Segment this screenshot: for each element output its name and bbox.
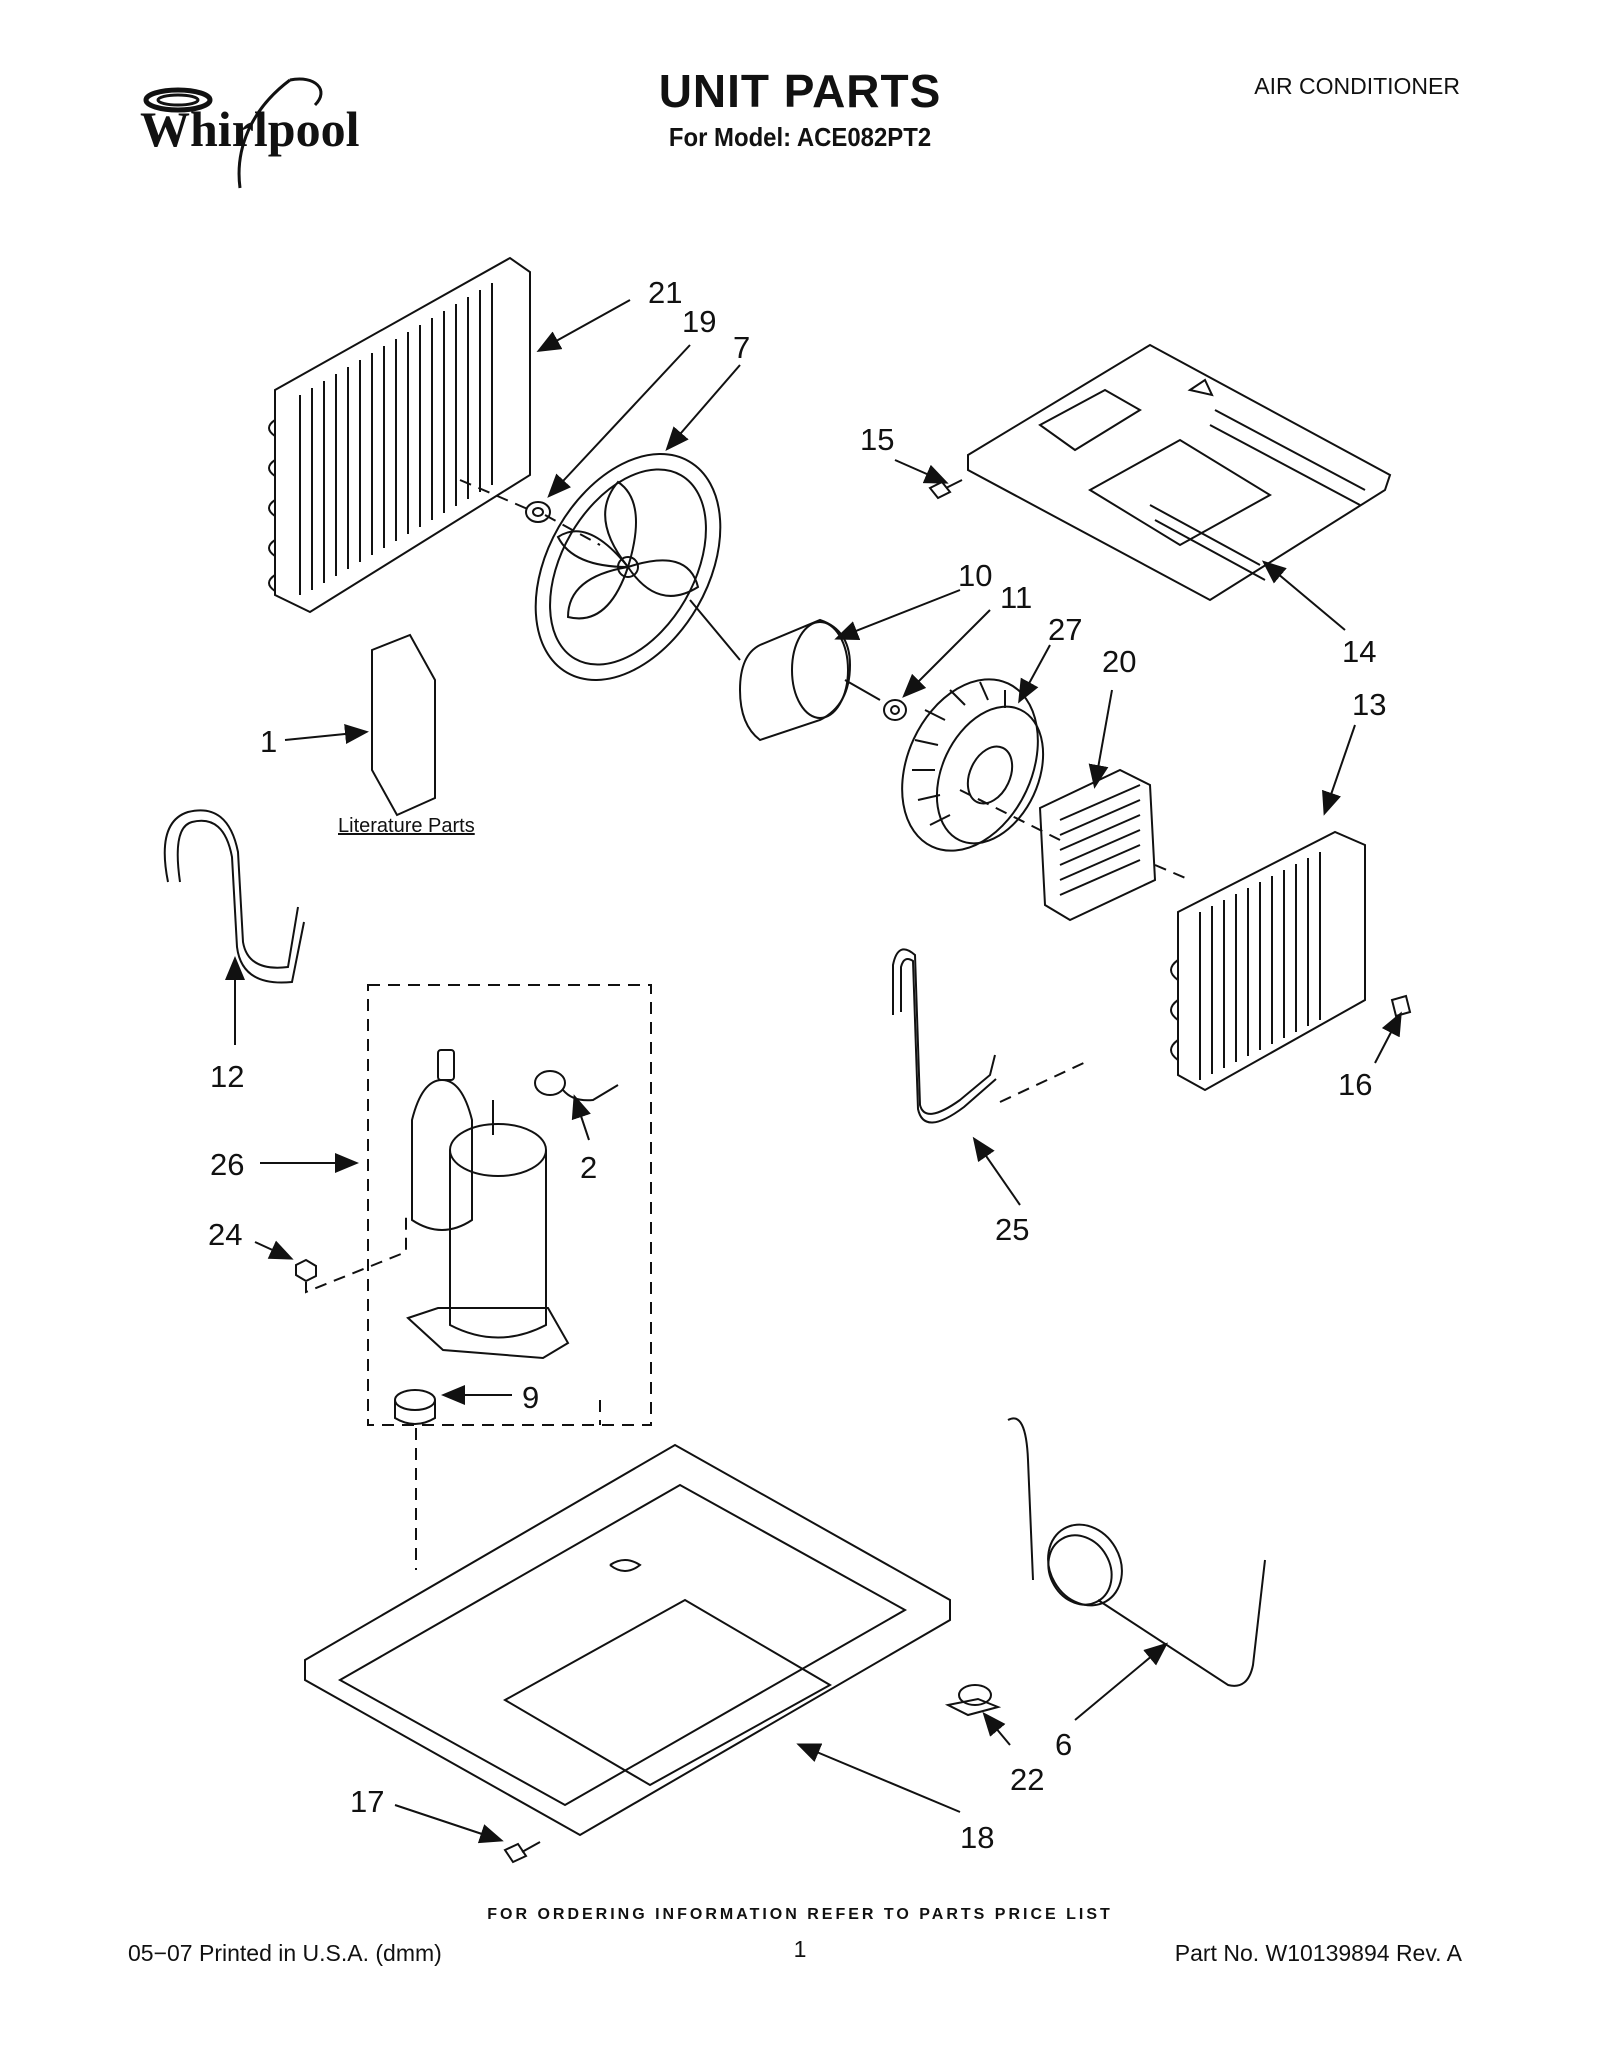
callout-24: 24 <box>208 1217 242 1252</box>
part-19-nut[interactable] <box>525 501 551 523</box>
product-category: AIR CONDITIONER <box>1254 73 1460 99</box>
page-number: 1 <box>793 1936 807 1962</box>
part-2-overload-protector[interactable] <box>534 1070 619 1102</box>
compressor-assembly-box <box>367 984 652 1426</box>
literature-parts-label: Literature Parts <box>338 815 475 837</box>
part-number: Part No. W10139894 Rev. A <box>1174 1940 1462 1966</box>
part-22-switch[interactable] <box>944 1684 1002 1717</box>
part-10-fan-motor[interactable] <box>689 599 881 742</box>
callout-7: 7 <box>733 330 750 365</box>
part-20-heater-element[interactable] <box>1038 768 1157 922</box>
print-info: 05−07 Printed in U.S.A. (dmm) <box>128 1940 442 1966</box>
model-subtitle: For Model: ACE082PT2 <box>668 122 932 152</box>
callout-22: 22 <box>1010 1762 1044 1797</box>
callout-12: 12 <box>210 1059 244 1094</box>
callout-26: 26 <box>210 1147 244 1182</box>
callout-2: 2 <box>580 1150 597 1185</box>
part-6-thermostat[interactable] <box>1007 1417 1266 1687</box>
part-26-compressor[interactable] <box>406 1049 570 1360</box>
part-14-top-cover[interactable] <box>967 343 1392 602</box>
callout-13: 13 <box>1352 687 1386 722</box>
logo-swirl-icon <box>143 77 323 189</box>
callout-1: 1 <box>260 724 277 759</box>
callout-17: 17 <box>350 1784 384 1819</box>
part-16-clip[interactable] <box>1390 994 1412 1018</box>
page-title: UNIT PARTS <box>658 65 942 117</box>
part-17-screw[interactable] <box>503 1841 541 1864</box>
part-7-fan-blade[interactable] <box>498 421 759 712</box>
part-24-nut[interactable] <box>295 1258 317 1283</box>
part-21-condenser-coil[interactable] <box>268 256 531 614</box>
part-12-tube[interactable] <box>163 809 305 984</box>
part-13-evaporator-coil[interactable] <box>1170 830 1366 1092</box>
callout-19: 19 <box>682 304 716 339</box>
whirlpool-logo: Whirlpool <box>140 70 400 190</box>
part-18-base-pan[interactable] <box>304 1443 951 1837</box>
callout-6: 6 <box>1055 1727 1072 1762</box>
leader-lines <box>225 299 1402 1844</box>
ordering-note: FOR ORDERING INFORMATION REFER TO PARTS … <box>487 1906 1113 1923</box>
callout-25: 25 <box>995 1212 1029 1247</box>
part-15-screw[interactable] <box>928 479 963 500</box>
callout-11: 11 <box>1000 580 1032 615</box>
part-27-blower-wheel[interactable] <box>876 657 1064 873</box>
logo-wordmark: Whirlpool <box>140 101 360 157</box>
assembly-dash-lines <box>305 479 1191 1570</box>
part-25-tube[interactable] <box>892 948 997 1124</box>
callout-20: 20 <box>1102 644 1136 679</box>
callout-15: 15 <box>860 422 894 457</box>
callout-18: 18 <box>960 1820 994 1855</box>
callout-16: 16 <box>1338 1067 1372 1102</box>
callout-27: 27 <box>1048 612 1082 647</box>
part-1-literature[interactable] <box>371 633 436 817</box>
part-9-grommet[interactable] <box>394 1389 436 1425</box>
callout-14: 14 <box>1342 634 1376 669</box>
callout-10: 10 <box>958 558 992 593</box>
callout-21: 21 <box>648 275 682 310</box>
part-11-nut[interactable] <box>883 699 907 721</box>
callout-9: 9 <box>522 1380 539 1415</box>
